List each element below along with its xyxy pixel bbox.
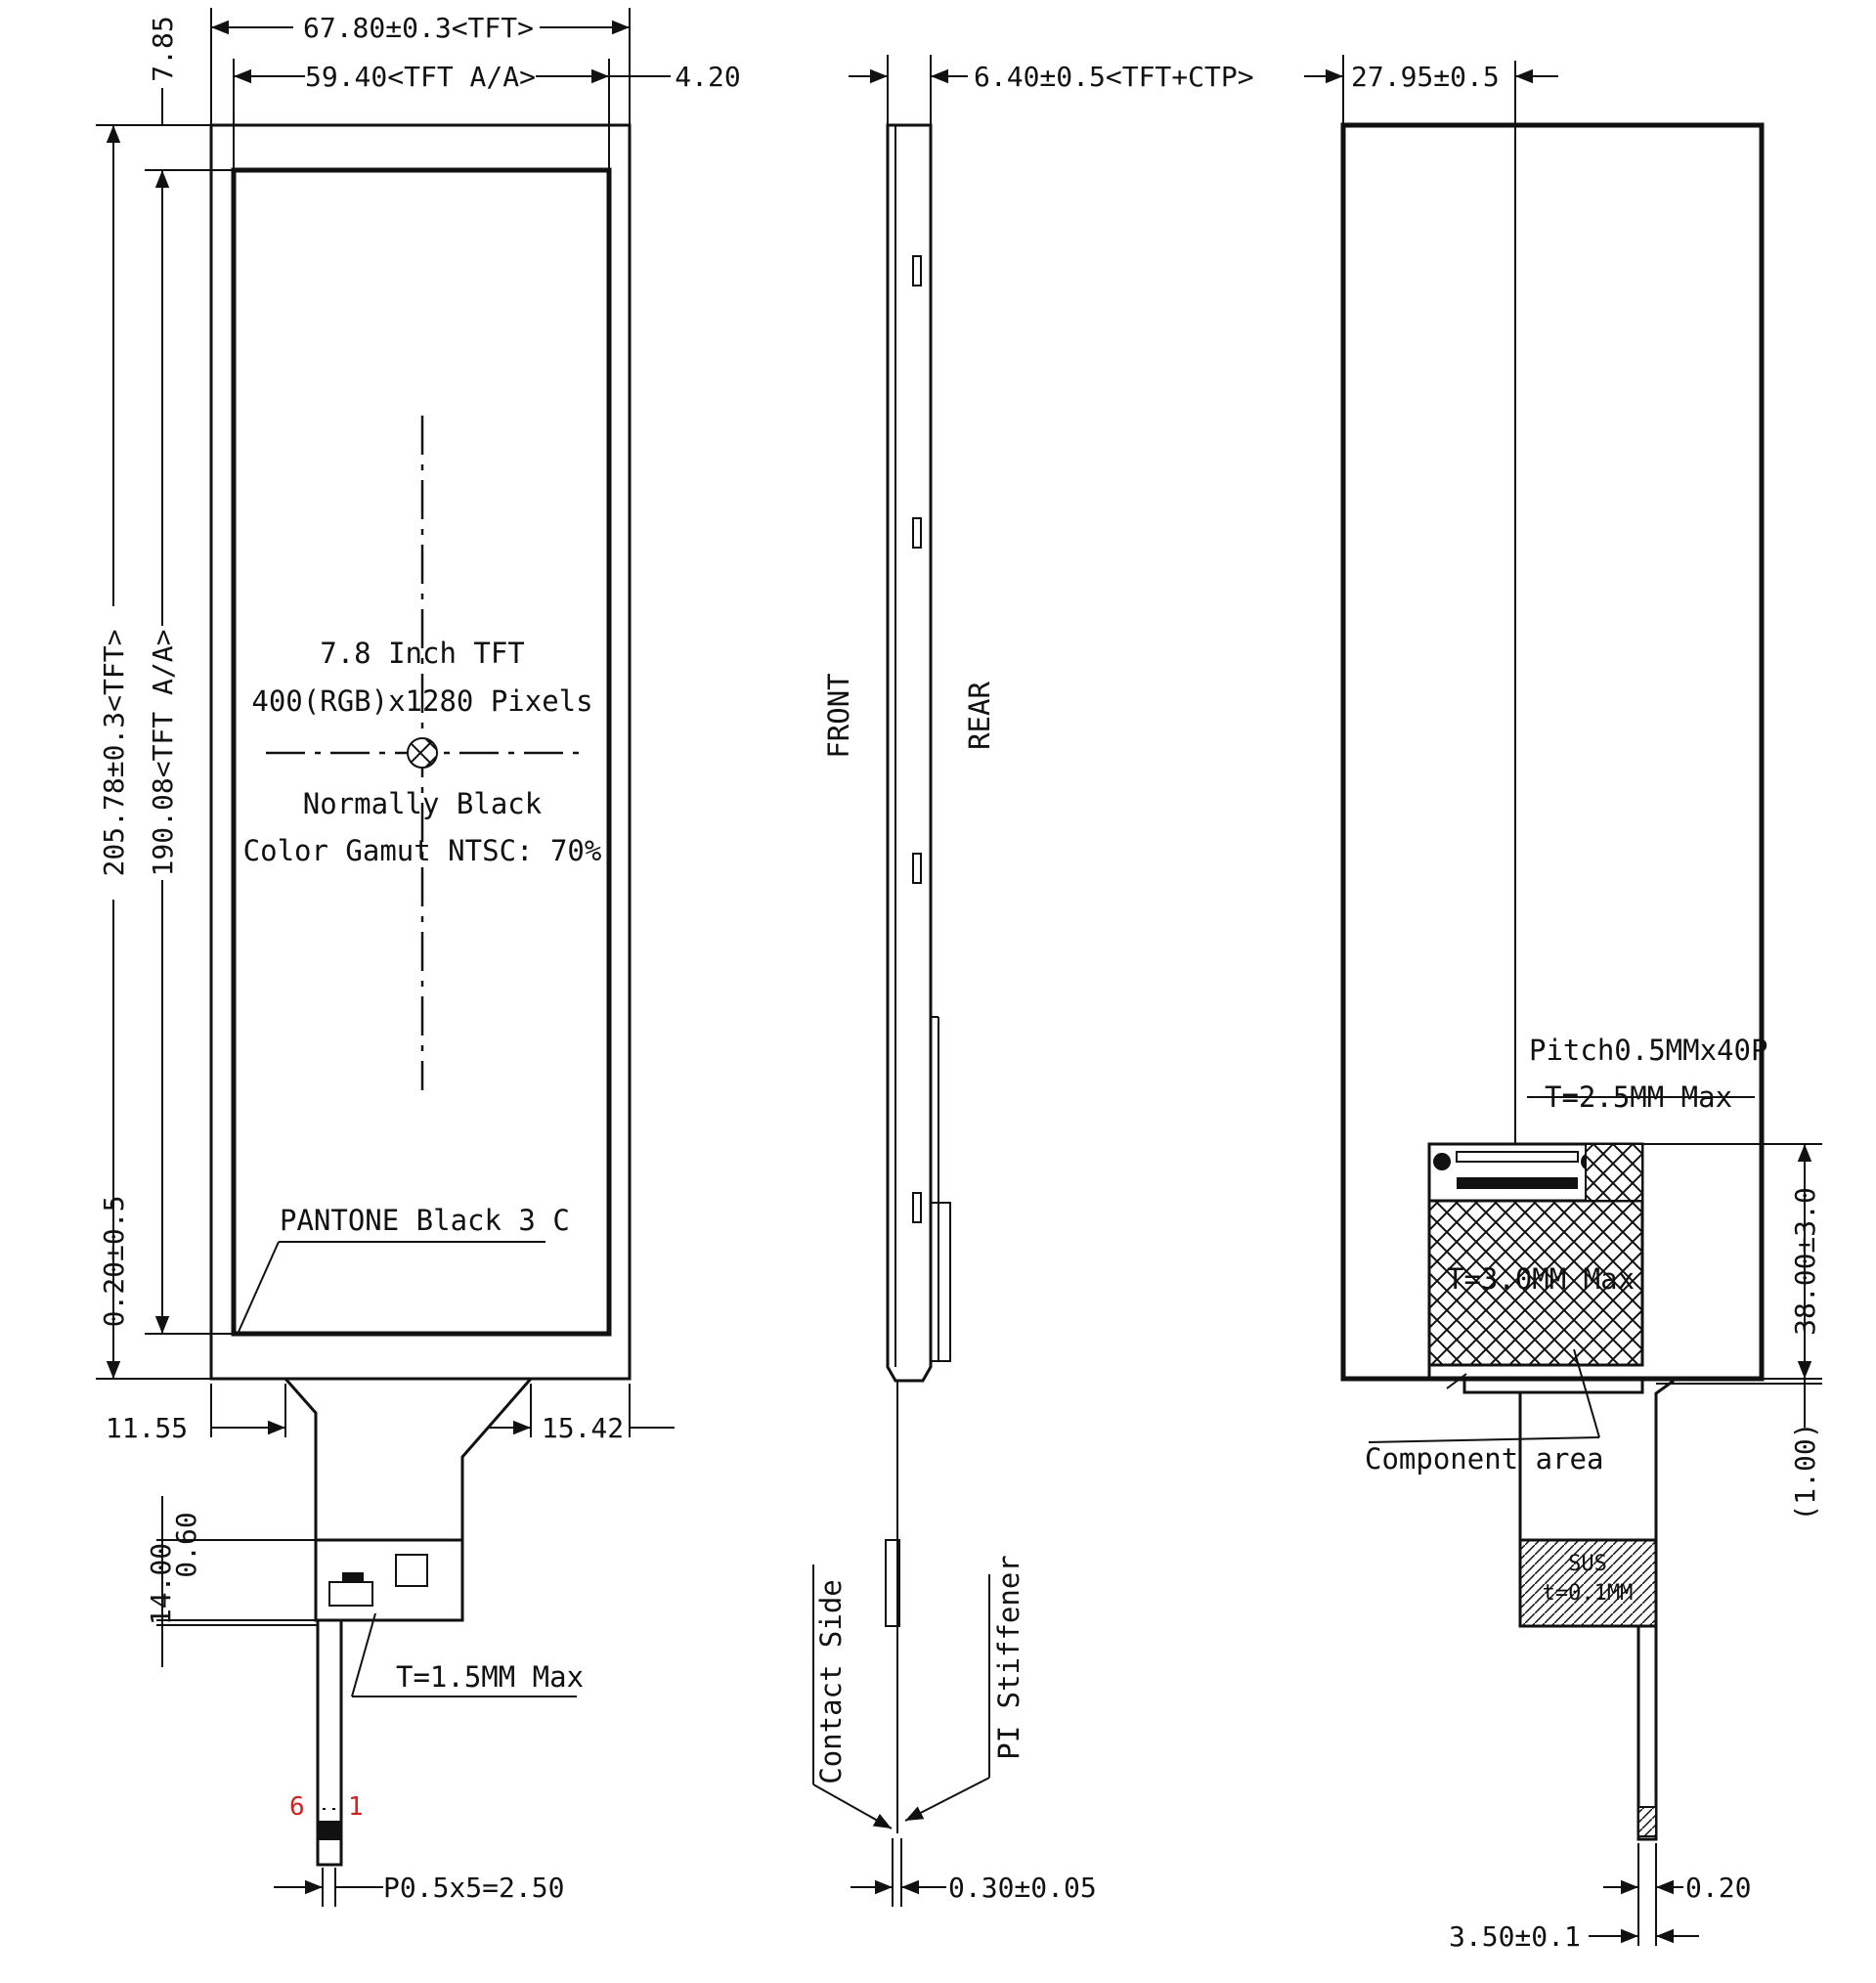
label-stiffener: PI Stiffener: [992, 1555, 1025, 1760]
fpc-flex-cable: [316, 1618, 343, 1867]
sus-thickness: t=0.1MM: [1543, 1581, 1634, 1606]
dim-height-tft: 205.78±0.3<TFT>: [98, 630, 130, 877]
dim-width-aa: 59.40<TFT A/A>: [305, 61, 536, 93]
dim-thickness: 6.40±0.5<TFT+CTP>: [974, 61, 1254, 93]
dim-pitch: P0.5x5=2.50: [383, 1872, 564, 1904]
dim-fpc-left: 11.55: [106, 1412, 188, 1444]
label-front: FRONT: [822, 673, 855, 758]
pitch-label: Pitch0.5MMx40P: [1529, 1034, 1767, 1067]
fpc-tail: [284, 1378, 533, 1542]
panel-outline: [209, 123, 632, 1381]
side-view: FRONT REAR 6.40±0.5<TFT+CTP> Contact Sid…: [812, 55, 1254, 1907]
dim-fpc-right: 15.42: [542, 1412, 624, 1444]
dim-height-aa: 190.08<TFT A/A>: [147, 630, 179, 877]
dim-tail-width: 3.50±0.1: [1449, 1920, 1581, 1953]
dim-connector-a: 14.00: [145, 1543, 177, 1625]
front-view: 7.8 Inch TFT 400(RGB)x1280 Pixels Normal…: [96, 8, 741, 1907]
component-label: Component area: [1365, 1442, 1603, 1476]
center-mark: [407, 737, 438, 769]
dim-connector-height: 38.00±3.0: [1789, 1187, 1821, 1336]
dim-connector-b: 0.60: [170, 1512, 202, 1577]
dim-width-tft: 67.80±0.3<TFT>: [303, 12, 534, 44]
dim-fpc-thickness: 0.30±0.05: [948, 1872, 1097, 1904]
sus-stiffener: [1518, 1538, 1658, 1628]
spec-gamut: Color Gamut NTSC: 70%: [243, 834, 602, 867]
dim-gap: (1.00): [1789, 1422, 1821, 1520]
spec-mode: Normally Black: [303, 787, 543, 820]
side-profile: [886, 123, 933, 1383]
dim-right-offset: 4.20: [675, 61, 740, 93]
dim-top-offset: 7.85: [147, 16, 179, 81]
spec-resolution: 400(RGB)x1280 Pixels: [251, 684, 592, 718]
sus-label: SUS: [1568, 1552, 1607, 1576]
connector-thickness: T=2.5MM Max: [1545, 1080, 1732, 1114]
rear-view: 27.95±0.5 Pitch0.5MMx40P T=2.5MM Max T=3…: [1304, 55, 1822, 1953]
spec-size: 7.8 Inch TFT: [320, 637, 525, 670]
thickness-label-front: T=1.5MM Max: [396, 1660, 584, 1694]
dim-bottom-offset: 0.20±0.5: [98, 1196, 130, 1328]
label-contact: Contact Side: [814, 1579, 848, 1785]
fpc-connector-area: [314, 1538, 464, 1622]
dim-tail: 0.20: [1685, 1872, 1751, 1904]
component-thickness: T=3.0MM Max: [1447, 1262, 1635, 1296]
pantone-label: PANTONE Black 3 C: [280, 1204, 570, 1237]
pin-left: 6: [289, 1792, 305, 1822]
pin-right: 1: [348, 1792, 364, 1822]
label-rear: REAR: [963, 682, 996, 750]
dim-offset-rear: 27.95±0.5: [1351, 61, 1500, 93]
